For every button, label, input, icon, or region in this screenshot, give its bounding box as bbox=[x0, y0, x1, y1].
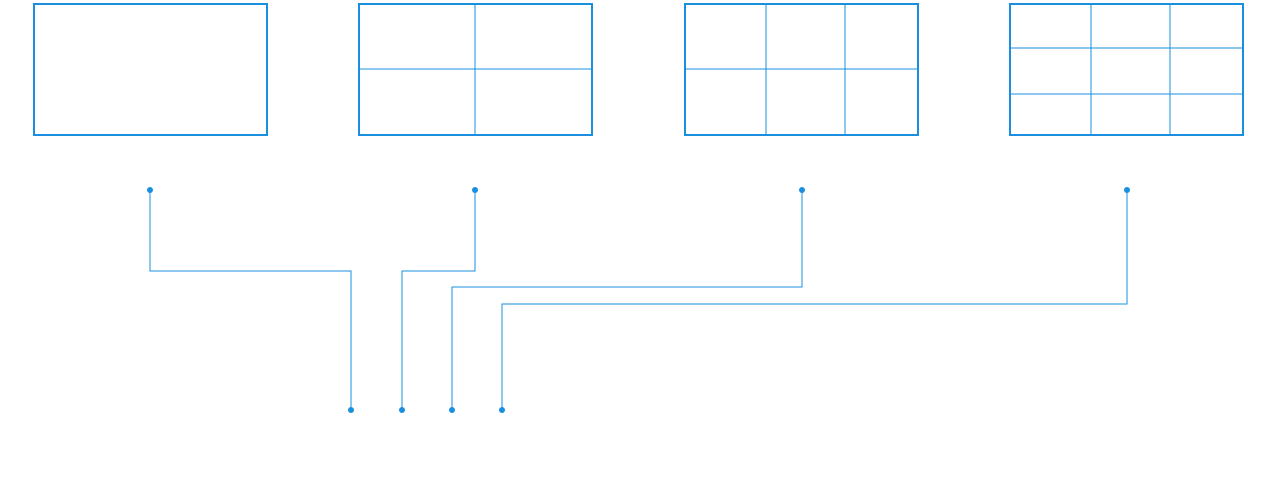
two-by-three-view-source-dot bbox=[799, 187, 805, 193]
three-by-three-view-source-dot bbox=[1124, 187, 1130, 193]
port-dot-4 bbox=[499, 407, 505, 413]
three-by-three-view-connector bbox=[501, 190, 1128, 410]
two-by-three-view-connector bbox=[451, 190, 803, 410]
port-dot-3 bbox=[449, 407, 455, 413]
port-dot-1 bbox=[348, 407, 354, 413]
port-dot-2 bbox=[399, 407, 405, 413]
single-view-frame bbox=[33, 3, 268, 136]
two-by-two-view-connector bbox=[401, 190, 476, 410]
three-by-three-view-frame bbox=[1009, 3, 1244, 136]
two-by-two-view-source-dot bbox=[472, 187, 478, 193]
single-view-source-dot bbox=[147, 187, 153, 193]
single-view-connector bbox=[149, 190, 352, 410]
